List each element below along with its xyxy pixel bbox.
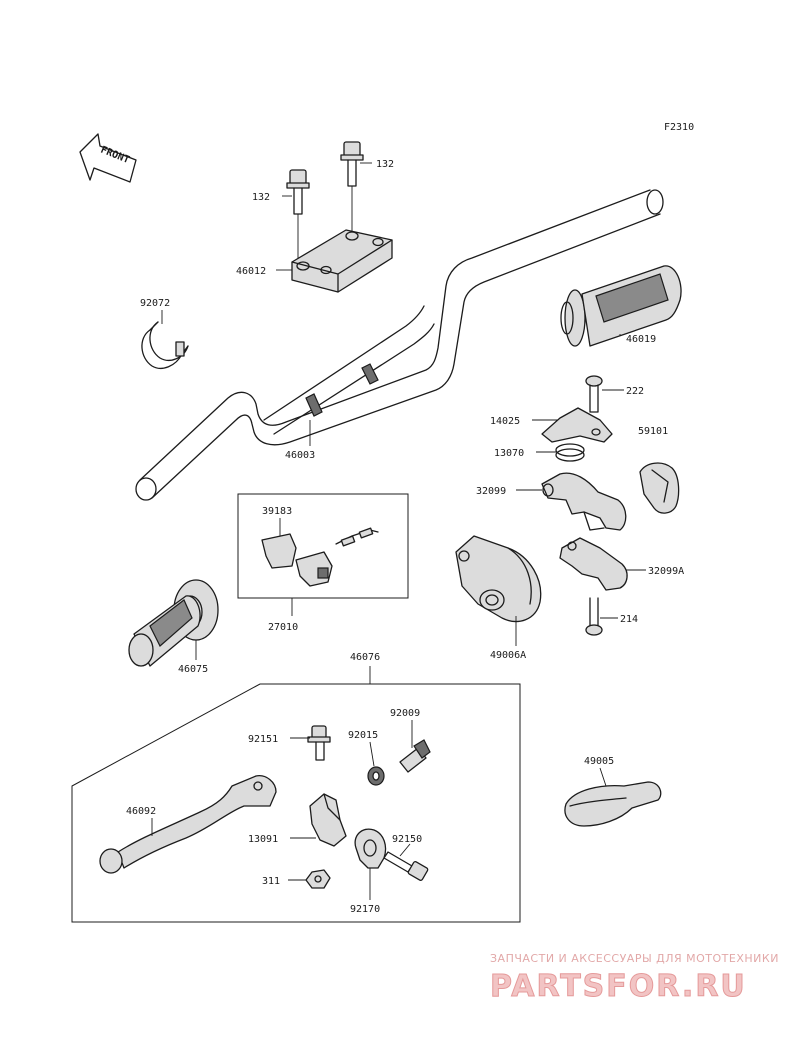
callout-92170: 92170 <box>350 904 380 915</box>
callout-27010: 27010 <box>268 622 298 633</box>
watermark-caption: ЗАПЧАСТИ И АКСЕССУАРЫ ДЛЯ МОТОТЕХНИКИ <box>490 952 779 965</box>
left-grip-46075 <box>128 579 219 667</box>
callout-46019: 46019 <box>626 334 656 345</box>
front-arrow-icon: FRONT <box>79 133 137 183</box>
bolt-132-right <box>340 141 364 187</box>
callout-92151: 92151 <box>248 734 278 745</box>
handlebar-clamp-46012 <box>291 229 393 293</box>
clamp-59101 <box>639 462 680 514</box>
callout-46075: 46075 <box>178 664 208 675</box>
callout-13070: 13070 <box>494 448 524 459</box>
lever-boot-49005 <box>564 781 662 827</box>
ring-13070 <box>555 443 585 462</box>
callout-13091: 13091 <box>248 834 278 845</box>
callout-39183: 39183 <box>262 506 292 517</box>
bolt-92151 <box>307 725 331 761</box>
plate-14025 <box>541 407 613 443</box>
nut-92015 <box>367 766 385 786</box>
band-92072 <box>141 321 189 369</box>
callout-311: 311 <box>262 876 280 887</box>
callout-46076: 46076 <box>350 652 380 663</box>
switch-39183 <box>261 527 379 587</box>
callout-132-b: 132 <box>376 159 394 170</box>
clamp-92170 <box>354 828 387 869</box>
bolt-92150 <box>383 851 429 881</box>
lever-assembly-box <box>71 683 521 923</box>
callout-49006A: 49006A <box>490 650 526 661</box>
callout-92015: 92015 <box>348 730 378 741</box>
callout-46012: 46012 <box>236 266 266 277</box>
callout-59101: 59101 <box>638 426 668 437</box>
cover-32099A <box>559 537 628 591</box>
clutch-lever-46092 <box>99 775 277 874</box>
callout-214: 214 <box>620 614 638 625</box>
callout-92009: 92009 <box>390 708 420 719</box>
figure-code: F2310 <box>664 122 694 133</box>
callout-46003: 46003 <box>285 450 315 461</box>
bolt-132-left <box>286 169 310 215</box>
watermark-brand: PARTSFOR.RU <box>490 969 747 1004</box>
front-label: FRONT <box>99 145 131 166</box>
lever-perch-13091 <box>309 793 347 847</box>
throttle-housing-32099 <box>541 472 627 531</box>
callout-32099A: 32099A <box>648 566 684 577</box>
callout-49005: 49005 <box>584 756 614 767</box>
handlebar-46003 <box>135 189 664 501</box>
throttle-cover-49006A <box>455 535 542 623</box>
adjuster-92009 <box>399 739 431 773</box>
callout-92072: 92072 <box>140 298 170 309</box>
throttle-grip-46019 <box>560 265 682 347</box>
callout-46092: 46092 <box>126 806 156 817</box>
callout-32099: 32099 <box>476 486 506 497</box>
callout-222: 222 <box>626 386 644 397</box>
screw-214 <box>585 597 603 636</box>
screw-222 <box>585 375 603 413</box>
nut-311 <box>305 869 331 889</box>
callout-14025: 14025 <box>490 416 520 427</box>
switch-assembly-box <box>237 493 409 599</box>
callout-132: 132 <box>252 192 270 203</box>
callout-92150: 92150 <box>392 834 422 845</box>
